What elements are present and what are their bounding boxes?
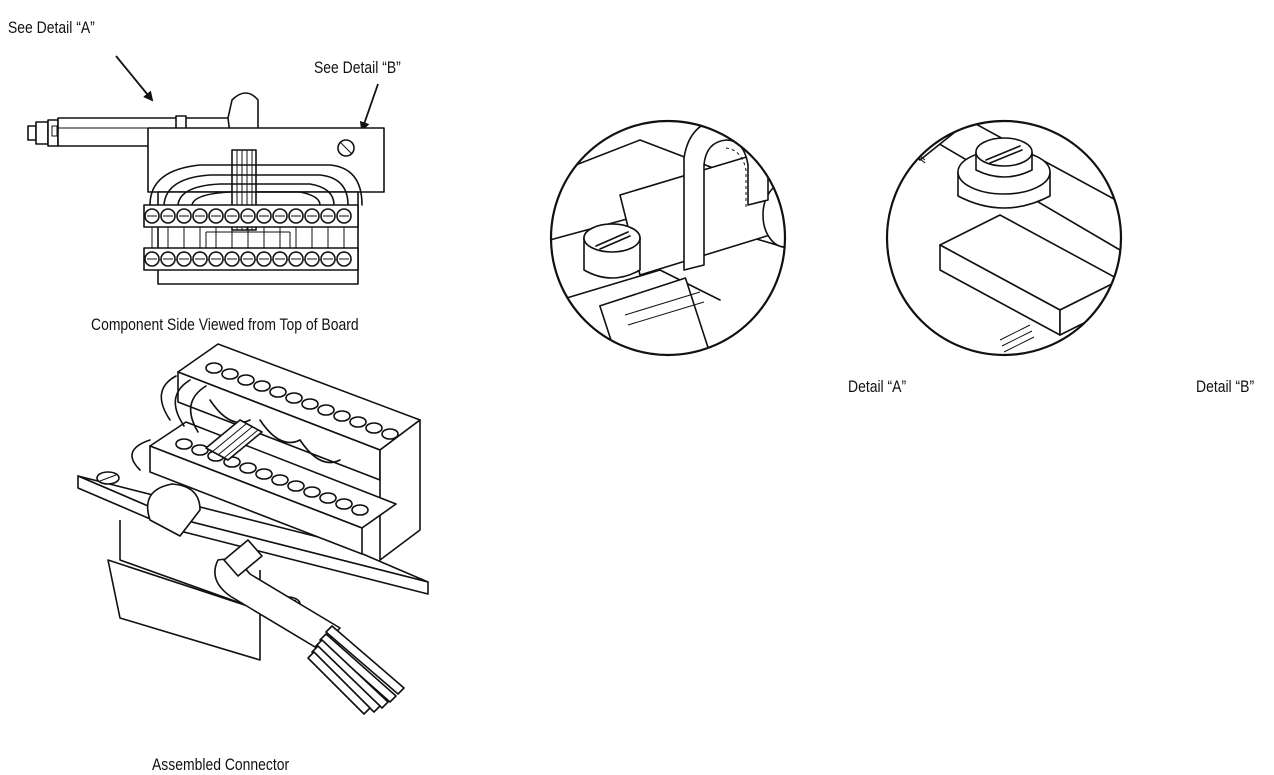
assembled-connector-drawing [77, 343, 429, 715]
arrow-to-detail-a [115, 55, 154, 102]
see-detail-a-label: See Detail “A” [8, 18, 95, 37]
detail-a-drawing [549, 119, 787, 357]
component-side-caption: Component Side Viewed from Top of Board [91, 315, 359, 334]
detail-a-caption: Detail “A” [848, 377, 907, 396]
component-side-drawing [27, 92, 385, 285]
see-detail-b-label: See Detail “B” [314, 58, 401, 77]
detail-b-drawing [885, 119, 1123, 357]
assembled-connector-caption: Assembled Connector [152, 755, 290, 774]
detail-b-caption: Detail “B” [1196, 377, 1255, 396]
arrow-to-detail-b [359, 83, 379, 132]
